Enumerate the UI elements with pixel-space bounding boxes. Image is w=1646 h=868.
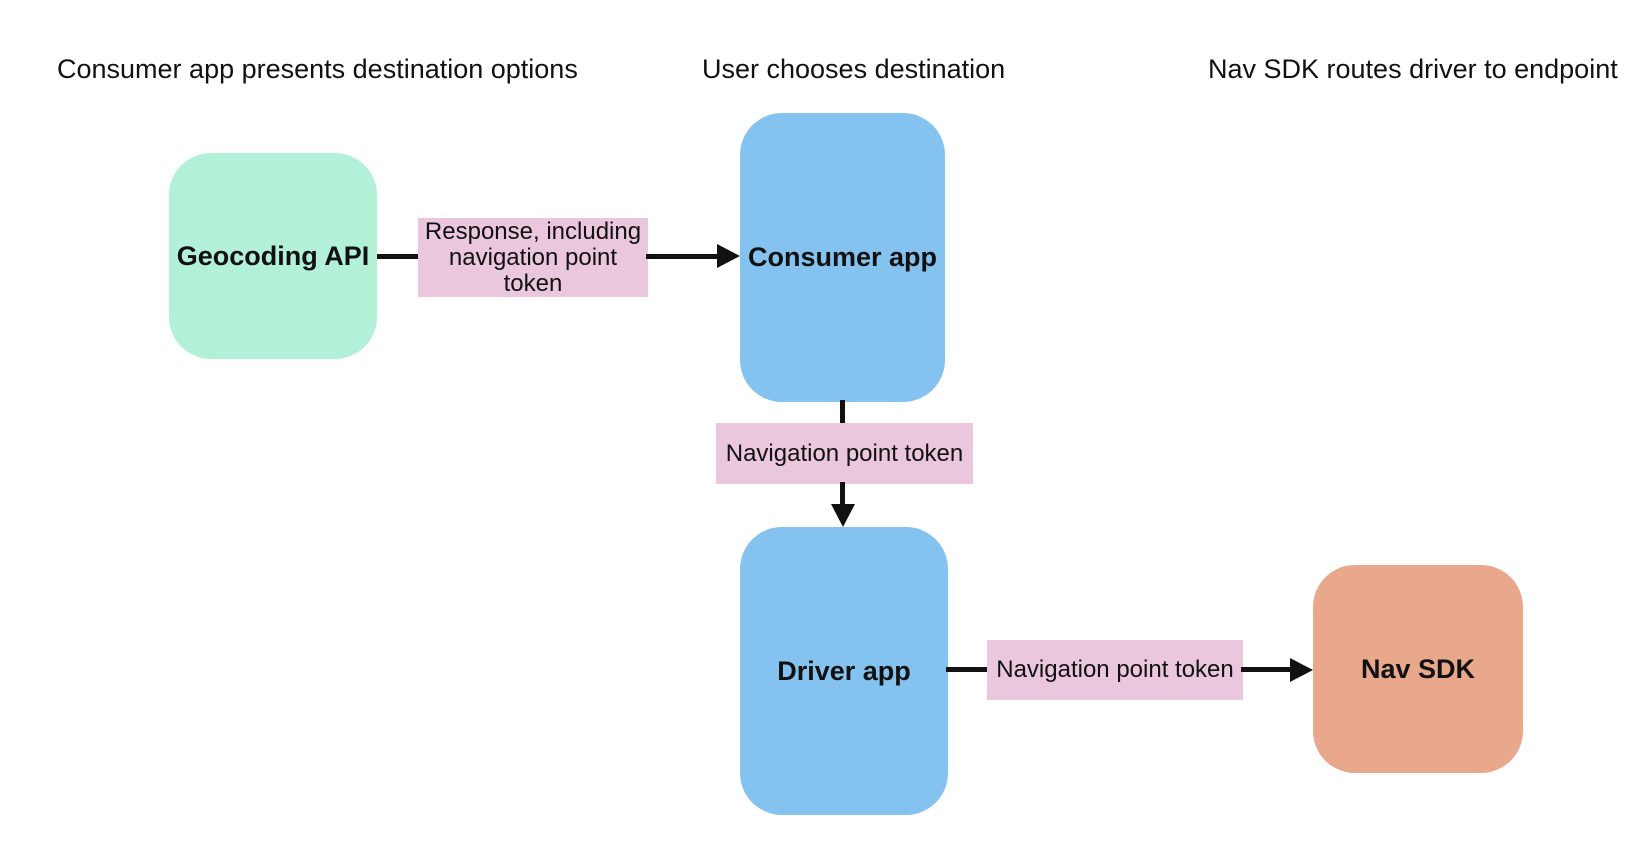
edge-label-response-token: Response, including navigation point tok…: [418, 218, 648, 297]
arrow-line-label-to-consumer: [646, 254, 720, 259]
stage-heading-navsdk-routes: Nav SDK routes driver to endpoint: [1208, 54, 1618, 84]
arrowhead-right-icon: [717, 244, 740, 268]
edge-label-navigation-point-token-horizontal: Navigation point token: [987, 640, 1243, 700]
arrow-line-geocoding-to-label: [377, 254, 422, 259]
arrowhead-right-icon: [1290, 658, 1313, 682]
arrow-line-label-to-driver: [840, 482, 845, 507]
node-consumer-app: Consumer app: [740, 113, 945, 402]
edge-label-navigation-point-token-vertical: Navigation point token: [716, 423, 973, 484]
arrowhead-down-icon: [831, 504, 855, 527]
stage-heading-consumer-presents: Consumer app presents destination option…: [57, 54, 578, 84]
node-geocoding-api: Geocoding API: [169, 153, 377, 359]
node-driver-app: Driver app: [740, 527, 948, 815]
node-nav-sdk: Nav SDK: [1313, 565, 1523, 773]
arrow-line-label-to-navsdk: [1241, 667, 1293, 672]
arrow-line-driver-to-label: [946, 667, 990, 672]
arrow-line-consumer-to-label: [840, 400, 845, 426]
stage-heading-user-chooses: User chooses destination: [702, 54, 1006, 84]
